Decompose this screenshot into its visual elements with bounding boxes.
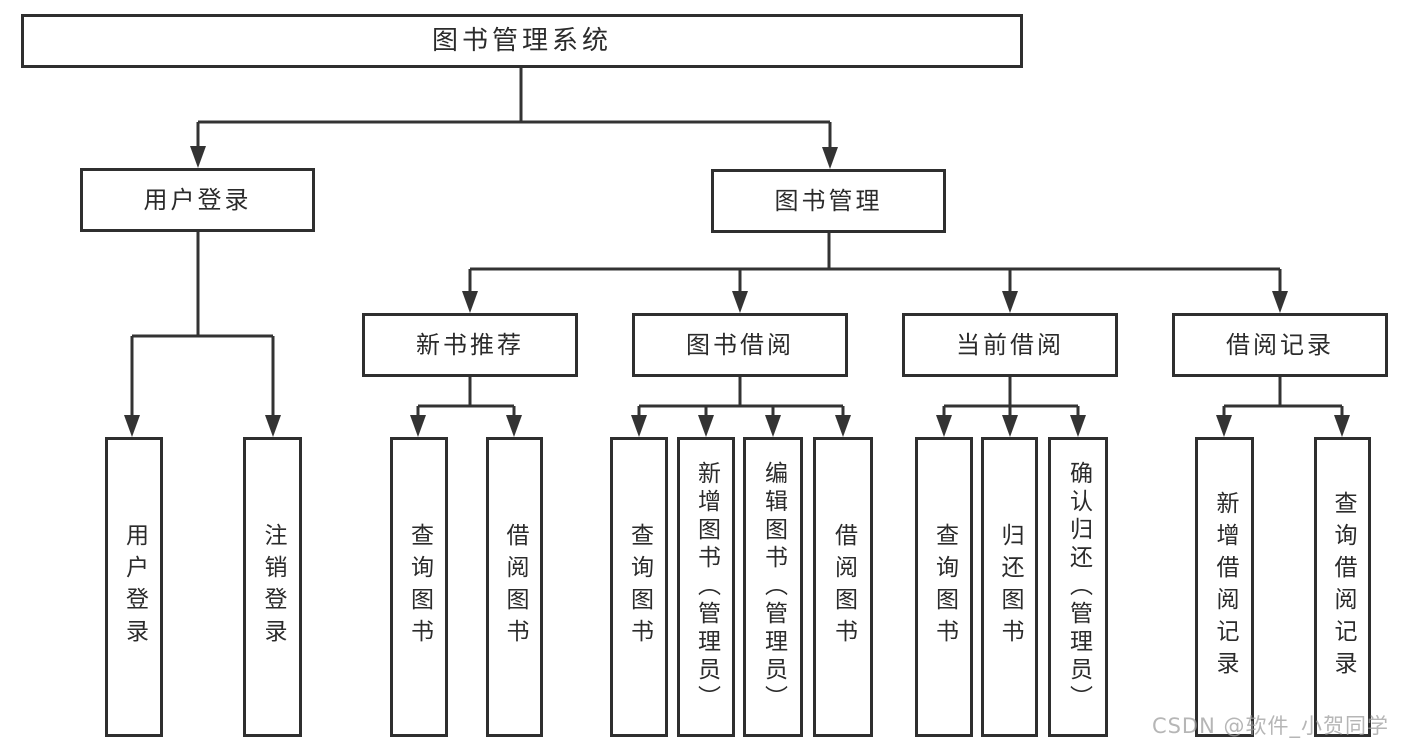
- leaf-add-books-admin: 新增图书（管理员）: [677, 437, 735, 737]
- node-current-borrowing: 当前借阅: [902, 313, 1118, 377]
- leaf-borrow-books-recommend: 借阅图书: [486, 437, 543, 737]
- node-book-management: 图书管理: [711, 169, 946, 233]
- node-user-login: 用户登录: [80, 168, 315, 232]
- leaf-query-borrow-record: 查询借阅记录: [1314, 437, 1371, 737]
- leaf-user-login: 用户登录: [105, 437, 163, 737]
- leaf-borrow-books: 借阅图书: [813, 437, 873, 737]
- leaf-logout: 注销登录: [243, 437, 302, 737]
- leaf-edit-books-admin: 编辑图书（管理员）: [743, 437, 803, 737]
- node-new-book-recommendation: 新书推荐: [362, 313, 578, 377]
- arrowhead-icons: [124, 146, 1350, 437]
- leaf-query-books-recommend: 查询图书: [390, 437, 448, 737]
- node-borrowing-records: 借阅记录: [1172, 313, 1388, 377]
- node-book-borrowing: 图书借阅: [632, 313, 848, 377]
- leaf-confirm-return-admin: 确认归还（管理员）: [1048, 437, 1108, 737]
- leaf-return-books: 归还图书: [981, 437, 1038, 737]
- leaf-query-books-current: 查询图书: [915, 437, 973, 737]
- node-library-management-system: 图书管理系统: [21, 14, 1023, 68]
- leaf-query-books-borrow: 查询图书: [610, 437, 668, 737]
- leaf-add-borrow-record: 新增借阅记录: [1195, 437, 1254, 737]
